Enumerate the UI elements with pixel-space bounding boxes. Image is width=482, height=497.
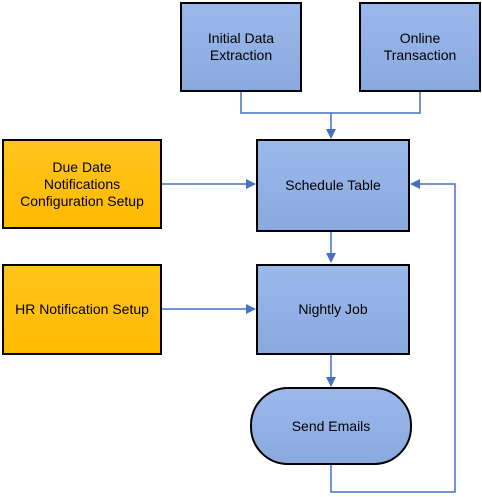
due-date-notifications-label: Due Date Notifications Configuration Set… <box>20 158 144 209</box>
schedule-table-label: Schedule Table <box>285 177 381 193</box>
initial-data-extraction-box: Initial Data Extraction <box>180 2 302 92</box>
online-transaction-box: Online Transaction <box>359 2 481 92</box>
online-transaction-label: Online Transaction <box>383 30 457 63</box>
send-emails-terminator: Send Emails <box>250 387 412 465</box>
hr-notification-setup-label: HR Notification Setup <box>15 301 149 317</box>
connector-extraction-to-schedule <box>240 92 336 139</box>
nightly-job-label: Nightly Job <box>298 301 368 317</box>
schedule-table-box: Schedule Table <box>256 139 410 232</box>
send-emails-label: Send Emails <box>291 417 371 434</box>
hr-notification-setup-box: HR Notification Setup <box>2 264 162 355</box>
connector-send-to-schedule-loop <box>330 179 456 493</box>
connector-online-to-schedule <box>331 92 421 114</box>
initial-data-extraction-label: Initial Data Extraction <box>207 30 275 63</box>
nightly-job-box: Nightly Job <box>256 264 410 355</box>
due-date-notifications-box: Due Date Notifications Configuration Set… <box>2 139 162 229</box>
